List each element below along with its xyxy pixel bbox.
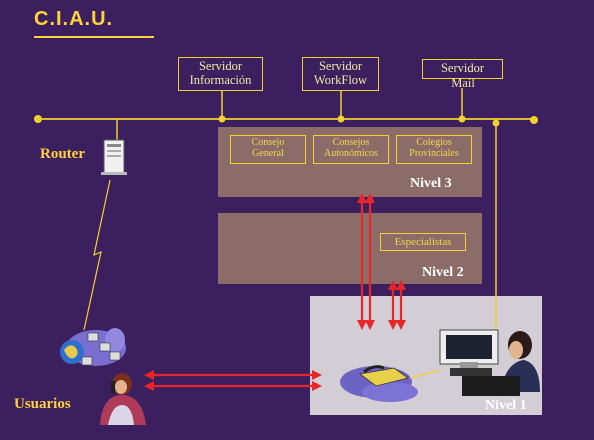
- consejos-autonomicos-box: Consejos Autonómicos: [313, 135, 389, 164]
- wireless-link: [83, 179, 111, 331]
- level-arrowheads: [357, 193, 406, 330]
- router-label: Router: [40, 146, 85, 162]
- server-mail-line2: Mail: [451, 76, 475, 90]
- backbone-node-right: [530, 116, 538, 124]
- consejo-general-line1: Consejo: [251, 137, 285, 148]
- consejo-general-box: Consejo General: [230, 135, 306, 164]
- server-workflow-line2: WorkFlow: [313, 73, 368, 87]
- backbone-node-left: [34, 115, 42, 123]
- operator-workstation-icon: [439, 329, 540, 396]
- server-workflow-box: Servidor WorkFlow: [302, 57, 379, 91]
- server-informacion-line2: Información: [189, 73, 252, 87]
- especialistas-box: Especialistas: [380, 233, 466, 251]
- server-informacion-line1: Servidor: [198, 59, 243, 73]
- nivel-2-label: Nivel 2: [422, 265, 464, 280]
- usuarios-label: Usuarios: [14, 396, 71, 412]
- colegios-provinciales-box: Colegios Provinciales: [396, 135, 472, 164]
- consejos-autonomicos-line2: Autonómicos: [324, 148, 378, 159]
- nivel-3-panel: [218, 127, 482, 197]
- consejo-general-line2: General: [252, 148, 284, 159]
- telephone-icon: [340, 365, 441, 402]
- server-workflow-line1: Servidor: [318, 59, 363, 73]
- consejos-autonomicos-line1: Consejos: [332, 137, 370, 148]
- server-mail-box: Servidor: [422, 59, 503, 79]
- nivel-1-label: Nivel 1: [485, 398, 527, 413]
- nivel-3-label: Nivel 3: [410, 176, 452, 191]
- user-arrows: [150, 373, 316, 388]
- server-mail-line1: Servidor: [440, 61, 485, 75]
- nivel-2-panel: [218, 213, 482, 284]
- colegios-provinciales-line2: Provinciales: [409, 148, 459, 159]
- router-icon: [101, 139, 127, 175]
- server-informacion-box: Servidor Información: [178, 57, 263, 91]
- level-arrows: [360, 197, 403, 326]
- user-arrowheads: [144, 370, 322, 391]
- users-network-icon: [60, 328, 126, 366]
- colegios-provinciales-line1: Colegios: [416, 137, 452, 148]
- diagram-title: C.I.A.U.: [34, 8, 114, 30]
- title-underline: [34, 36, 154, 38]
- user-phone-icon: [100, 373, 146, 425]
